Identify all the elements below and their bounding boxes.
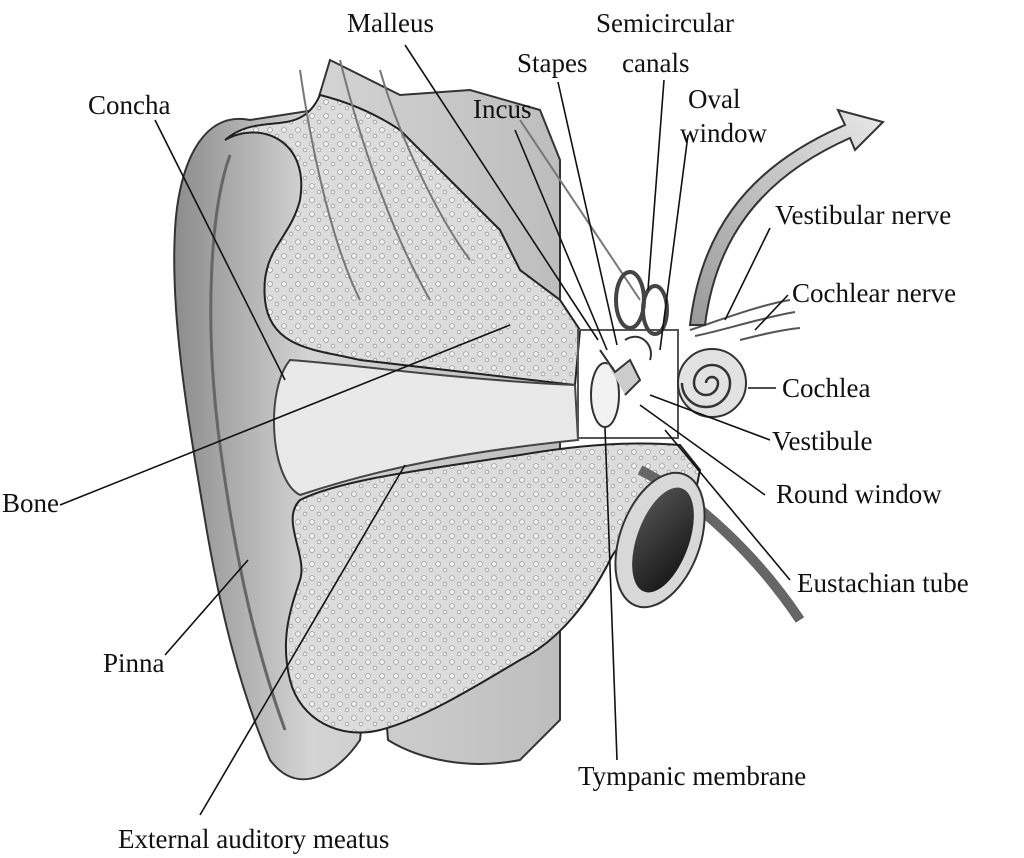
label-semicircular-canals-line2: canals — [622, 48, 689, 78]
label-tympanic-membrane: Tympanic membrane — [578, 761, 806, 791]
label-oval-window-line1: Oval — [688, 84, 740, 114]
cochlear-nerve-leader — [755, 295, 788, 330]
label-oval-window-line2: window — [680, 118, 768, 148]
ossicles — [591, 337, 651, 427]
label-stapes: Stapes — [517, 48, 588, 78]
label-cochlear-nerve: Cochlear nerve — [792, 278, 956, 308]
oval-window-leader — [660, 135, 688, 350]
label-bone: Bone — [2, 488, 59, 518]
label-vestibular-nerve: Vestibular nerve — [775, 200, 951, 230]
label-semicircular-canals-line1: Semicircular — [596, 8, 734, 38]
label-vestibule: Vestibule — [772, 426, 873, 456]
semicircular-canals-leader — [648, 80, 664, 290]
label-eustachian-tube: Eustachian tube — [797, 568, 969, 598]
stapes-leader — [558, 82, 617, 345]
cochlea-shape — [678, 349, 746, 417]
label-cochlea: Cochlea — [782, 373, 870, 403]
label-malleus: Malleus — [347, 8, 434, 38]
label-incus: Incus — [473, 94, 531, 124]
semicircular-canals-shape — [616, 272, 667, 334]
label-external-auditory-meatus: External auditory meatus — [118, 824, 389, 854]
label-concha: Concha — [88, 90, 170, 120]
label-pinna: Pinna — [103, 648, 165, 678]
label-round-window: Round window — [776, 479, 942, 509]
